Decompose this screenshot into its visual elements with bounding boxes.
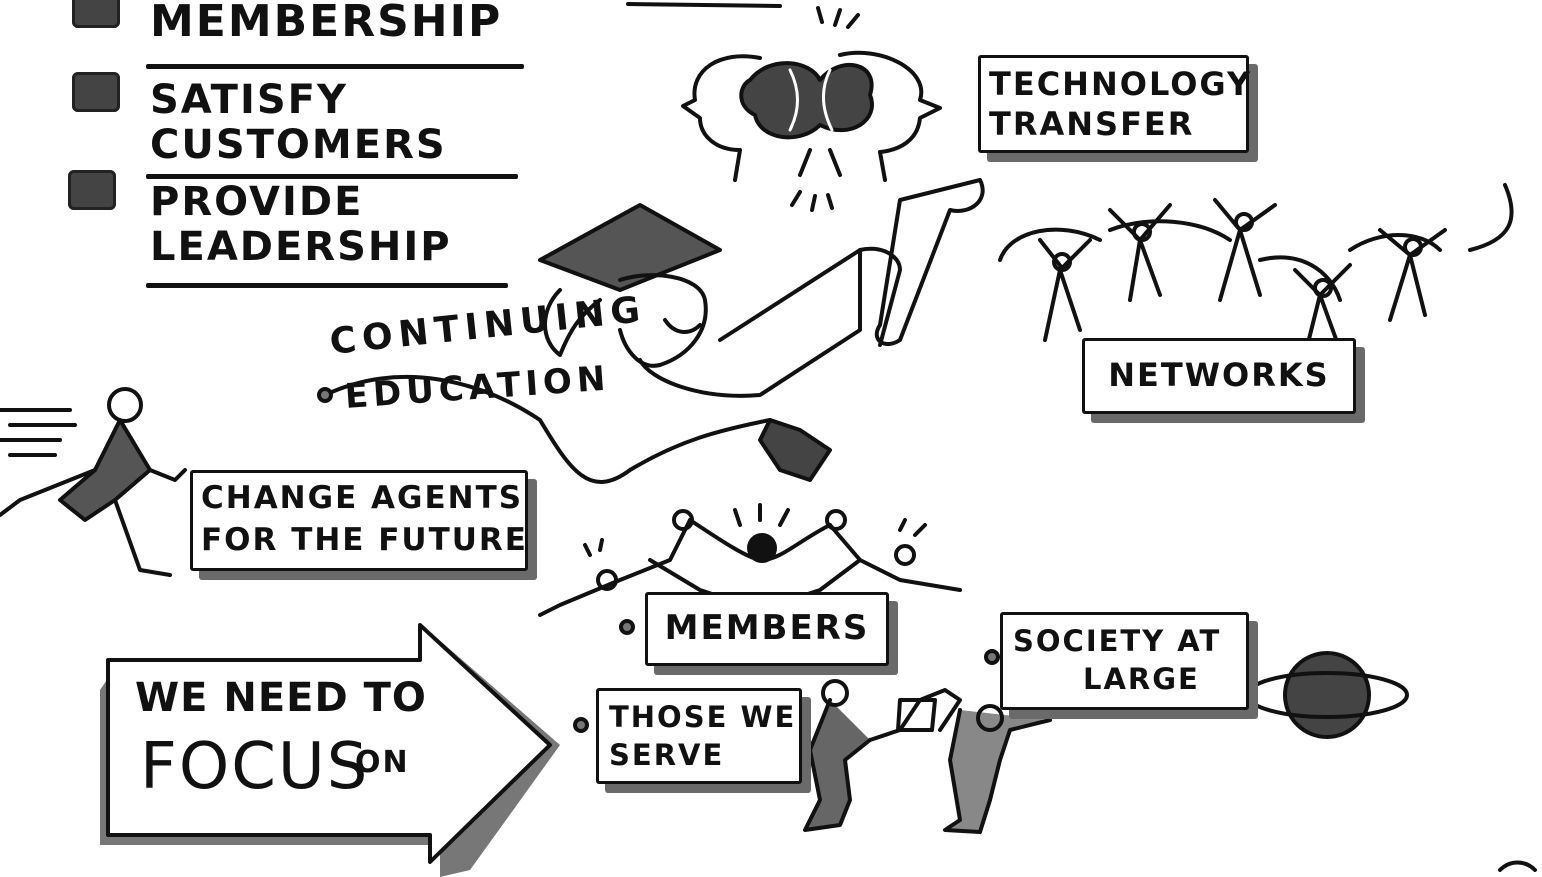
members-box: MEMBERS <box>645 592 889 666</box>
goal-leadership: LEADERSHIP <box>150 224 452 270</box>
goal-customers: CUSTOMERS <box>150 122 447 168</box>
change-agents-label: CHANGE AGENTS <box>201 480 524 516</box>
globe-icon <box>1245 651 1409 739</box>
members-figure-icon <box>538 503 962 617</box>
society-box: SOCIETY AT LARGE <box>1000 612 1249 710</box>
we-need-to-label: WE NEED TO <box>135 675 427 721</box>
technology-label: TECHNOLOGY <box>989 65 1253 103</box>
network-people-icon <box>998 183 1514 357</box>
society-at-label: SOCIETY AT <box>1013 624 1222 658</box>
handshake-figures-icon <box>803 679 1052 834</box>
those-we-serve-box: THOSE WE SERVE <box>596 688 802 784</box>
goal-bullet-3 <box>68 170 116 210</box>
transfer-label: TRANSFER <box>989 105 1195 143</box>
change-agents-box: CHANGE AGENTS FOR THE FUTURE <box>190 470 528 571</box>
large-label: LARGE <box>1083 662 1200 696</box>
those-we-label: THOSE WE <box>609 700 797 734</box>
networks-label: NETWORKS <box>1108 356 1330 394</box>
members-label: MEMBERS <box>664 608 870 648</box>
running-figure-icon <box>0 387 187 577</box>
for-the-future-label: FOR THE FUTURE <box>201 522 528 558</box>
goal-satisfy: SATISFY <box>150 77 348 123</box>
goal-divider-1 <box>146 64 524 69</box>
goal-provide: PROVIDE <box>150 179 364 225</box>
technology-transfer-box: TECHNOLOGY TRANSFER <box>978 55 1253 153</box>
graduate-figure-icon <box>538 178 985 482</box>
on-label: ON <box>355 745 410 780</box>
focus-label: FOCUS <box>140 730 370 804</box>
goal-bullet-2 <box>72 72 120 112</box>
goal-divider-2 <box>146 174 518 179</box>
two-heads-icon <box>681 6 942 212</box>
goal-bullet-1 <box>72 0 120 28</box>
serve-label: SERVE <box>609 738 725 772</box>
goal-divider-3 <box>146 283 508 288</box>
focus-arrow-icon <box>100 623 560 877</box>
goal-membership: MEMBERSHIP <box>150 0 503 47</box>
networks-box: NETWORKS <box>1082 338 1356 414</box>
